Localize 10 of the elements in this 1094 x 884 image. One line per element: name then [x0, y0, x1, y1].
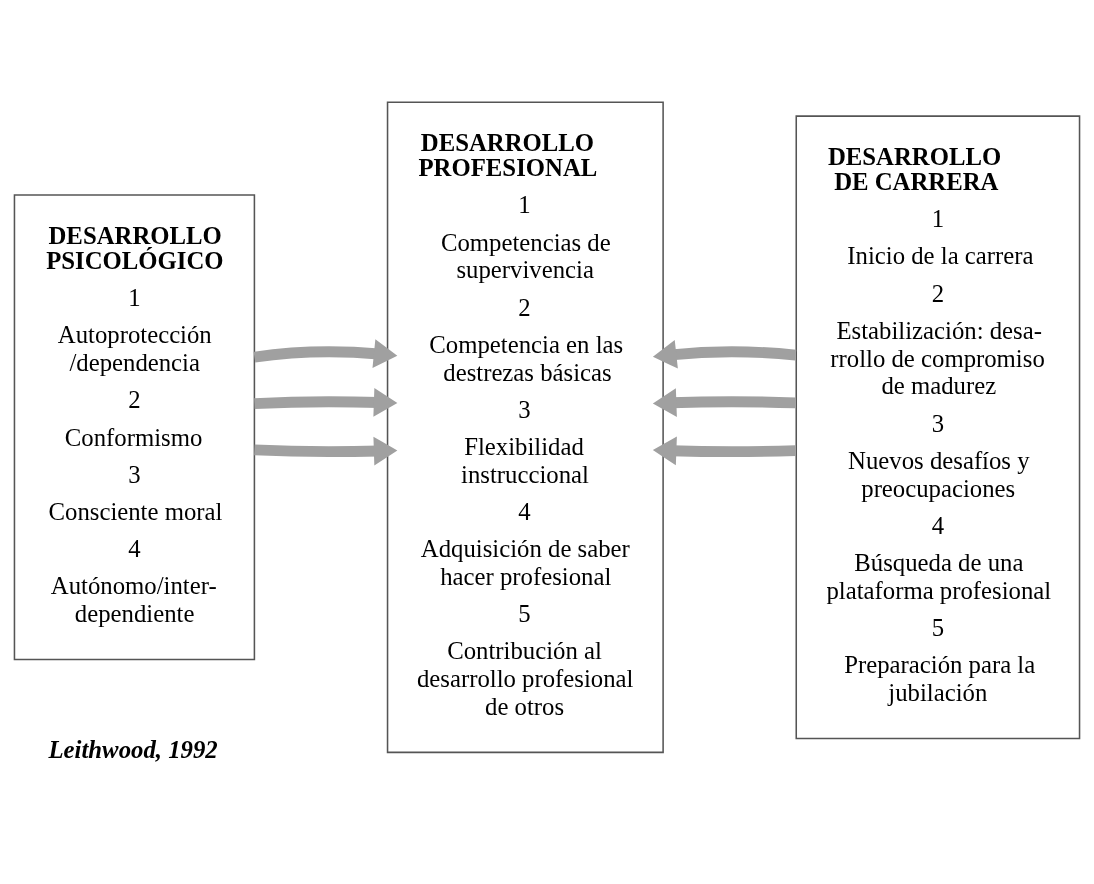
- node-box: DESARROLLO PSICOLÓGICO 1 Autoprotección /dependencia 2 Conformismo 3 Consciente moral 4 Autónomo/inter- dependiente: [13, 194, 256, 661]
- arrow: [254, 436, 398, 466]
- arrow: [652, 339, 797, 369]
- arrow: [253, 339, 398, 368]
- node-box: DESARROLLO DE CARRERA 1 Inicio de la carrera 2 Estabilización: desa- rrollo de compromiso de madurez 3 Nuevos desafíos y preocupaciones 4 Búsqueda de una plataforma profesional 5 Preparación para la jubilación: [795, 115, 1081, 740]
- arrow: [254, 387, 398, 417]
- label: Leithwood, 1992: [48, 736, 218, 764]
- node-box: DESARROLLO PROFESIONAL 1 Competencias de supervivencia 2 Competencia en las destrezas básicas 3 Flexibilidad instruccional 4 Adquisición de saber hacer profesional 5 Contribución al desarrollo profesional de otros: [386, 101, 664, 754]
- arrow: [652, 388, 796, 417]
- arrow: [652, 436, 796, 466]
